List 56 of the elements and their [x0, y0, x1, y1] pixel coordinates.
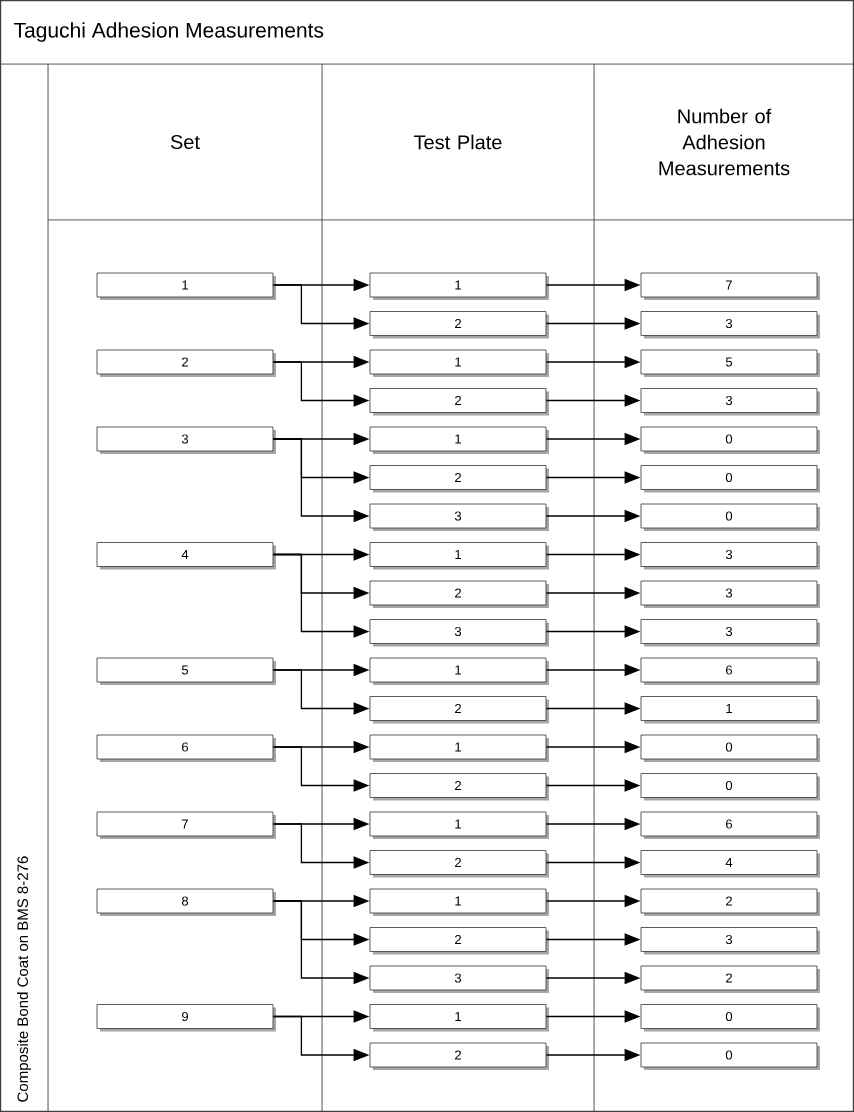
value-box: 5	[640, 349, 820, 377]
value-box: 3	[369, 503, 549, 531]
value-box: 3	[640, 619, 820, 647]
value-box: 1	[369, 426, 549, 454]
title: Taguchi Adhesion Measurements	[14, 22, 324, 42]
value-box: 0	[640, 773, 820, 801]
value-box: 4	[640, 850, 820, 878]
value-box: 1	[369, 349, 549, 377]
value-box: 2	[369, 696, 549, 724]
value-box: 3	[640, 927, 820, 955]
value-box: 6	[640, 657, 820, 685]
value-box: 6	[640, 811, 820, 839]
value-box: 1	[369, 272, 549, 300]
value-box: 7	[640, 272, 820, 300]
value-box: 1	[369, 888, 549, 916]
value-box: 4	[96, 542, 276, 570]
value-box: 1	[369, 657, 549, 685]
value-box: 5	[96, 657, 276, 685]
value-box: 1	[369, 542, 549, 570]
value-box: 0	[640, 734, 820, 762]
column-header: Set	[170, 134, 200, 150]
value-box: 2	[369, 773, 549, 801]
value-box: 2	[369, 580, 549, 608]
value-box: 1	[96, 272, 276, 300]
value-box: 3	[369, 619, 549, 647]
value-box: 2	[369, 388, 549, 416]
value-box: 3	[640, 580, 820, 608]
value-box: 1	[369, 1004, 549, 1032]
value-box: 0	[640, 503, 820, 531]
value-box: 3	[640, 388, 820, 416]
value-box: 3	[369, 965, 549, 993]
column-header: Test Plate	[414, 134, 502, 150]
value-box: 1	[640, 696, 820, 724]
value-box: 6	[96, 734, 276, 762]
value-box: 3	[640, 542, 820, 570]
value-box: 2	[369, 1042, 549, 1070]
value-box: 2	[369, 465, 549, 493]
value-box: 2	[369, 311, 549, 339]
value-box: 7	[96, 811, 276, 839]
value-box: 1	[369, 734, 549, 762]
value-box: 2	[96, 349, 276, 377]
value-box: 2	[640, 965, 820, 993]
value-box: 1	[369, 811, 549, 839]
value-box: 8	[96, 888, 276, 916]
value-box: 2	[369, 850, 549, 878]
value-box: 2	[640, 888, 820, 916]
column-header: Number of Adhesion Measurements	[659, 108, 790, 176]
lane-label: Composite Bond Coat on BMS 8-276	[17, 856, 31, 1102]
value-box: 2	[369, 927, 549, 955]
value-box: 3	[96, 426, 276, 454]
value-box: 3	[640, 311, 820, 339]
value-box: 0	[640, 465, 820, 493]
value-box: 9	[96, 1004, 276, 1032]
value-box: 0	[640, 1042, 820, 1070]
value-box: 0	[640, 1004, 820, 1032]
value-box: 0	[640, 426, 820, 454]
